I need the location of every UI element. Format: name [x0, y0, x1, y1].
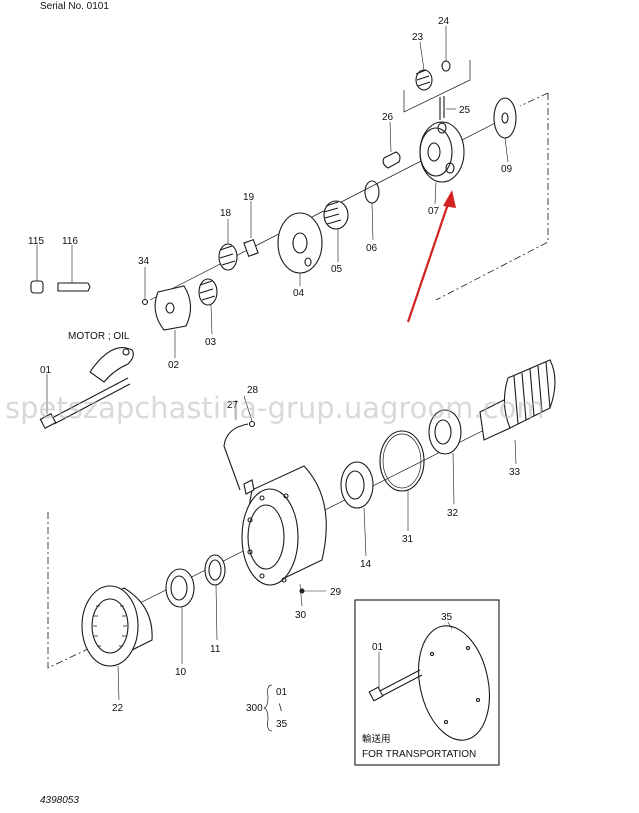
transport-japanese-label: 輸送用 — [362, 733, 391, 745]
label-part-05: 05 — [331, 264, 343, 275]
part-04-planet-carrier-plate — [277, 212, 323, 274]
part-19-needle-bearing — [243, 239, 259, 257]
label-part-24: 24 — [438, 16, 450, 27]
part-26-pin — [382, 151, 401, 169]
label-part-19: 19 — [243, 192, 255, 203]
part-116-pin — [57, 282, 91, 292]
part-11-snap-ring — [204, 554, 226, 586]
label-part-32: 32 — [447, 508, 459, 519]
label-part-28: 28 — [247, 385, 259, 396]
label-part-10: 10 — [175, 667, 187, 678]
highlight-arrow — [406, 190, 456, 323]
label-part-116: 116 — [62, 236, 78, 247]
part-22-ring-gear — [81, 585, 153, 667]
part-14-bearing — [340, 461, 374, 509]
label-part-23: 23 — [412, 32, 424, 43]
transport-label-part-35: 35 — [441, 612, 453, 623]
label-part-04: 04 — [293, 288, 305, 299]
part-05-sun-gear — [323, 200, 349, 230]
label-part-34: 34 — [138, 256, 150, 267]
upper-group-outline — [435, 93, 549, 301]
label-part-29: 29 — [330, 587, 342, 598]
transport-english-label: FOR TRANSPORTATION — [362, 749, 476, 760]
watermark-text: spetszapchastina-grup.uagroom.com — [5, 391, 545, 425]
part-23-needle-gear — [415, 69, 433, 91]
part-01-bolt — [39, 377, 131, 429]
part-30-housing — [241, 465, 327, 586]
assembly-reference: 300 01 \ 35 — [246, 684, 288, 732]
part-07-carrier — [419, 121, 465, 183]
transport-box — [354, 599, 500, 766]
part-24-washer — [441, 60, 451, 72]
label-part-07: 07 — [428, 206, 440, 217]
part-31-o-ring-inner — [382, 433, 422, 489]
label-part-30: 30 — [295, 610, 307, 621]
part-10-bearing — [165, 568, 195, 608]
label-part-27: 27 — [227, 400, 239, 411]
transport-label-part-01: 01 — [372, 642, 384, 653]
bracket-23-24 — [403, 60, 471, 113]
label-part-115: 115 — [28, 236, 44, 247]
part-18-planet-gear — [218, 243, 238, 271]
assembly-sep: \ — [279, 703, 282, 714]
part-33-pinion-shaft — [479, 359, 556, 441]
label-part-06: 06 — [366, 243, 378, 254]
assembly-number: 300 — [246, 703, 263, 714]
label-part-11: 11 — [210, 644, 221, 655]
motor-oil-cover — [89, 347, 134, 383]
label-part-01: 01 — [40, 365, 52, 376]
label-part-14: 14 — [360, 559, 372, 570]
motor-oil-label: MOTOR ; OIL — [68, 331, 130, 342]
part-09-thrust-plate — [493, 97, 517, 139]
transport-bolt — [368, 669, 423, 702]
assembly-from: 01 — [276, 687, 288, 698]
part-32-oil-seal — [428, 409, 462, 455]
label-part-25: 25 — [459, 105, 471, 116]
leader-lines — [36, 26, 517, 701]
assembly-to: 35 — [276, 719, 288, 730]
label-part-03: 03 — [205, 337, 217, 348]
upper-outline-top — [519, 92, 549, 107]
label-part-31: 31 — [402, 534, 414, 545]
serial-label: Serial No. 0101 — [40, 1, 109, 12]
label-part-26: 26 — [382, 112, 394, 123]
part-02-side-plate — [154, 285, 192, 331]
part-31-o-ring — [379, 430, 425, 492]
part-28-fitting — [248, 420, 256, 428]
transport-cover-plate — [418, 625, 490, 741]
part-03-planet-gear — [198, 278, 218, 306]
label-part-02: 02 — [168, 360, 180, 371]
label-part-18: 18 — [220, 208, 232, 219]
label-part-22: 22 — [112, 703, 124, 714]
part-06-washer — [364, 180, 380, 204]
part-34-pin — [141, 298, 149, 306]
part-27-hose — [223, 423, 255, 495]
drawing-number: 4398053 — [40, 795, 79, 806]
label-part-09: 09 — [501, 164, 513, 175]
part-115-plug — [30, 280, 44, 294]
label-part-33: 33 — [509, 467, 521, 478]
